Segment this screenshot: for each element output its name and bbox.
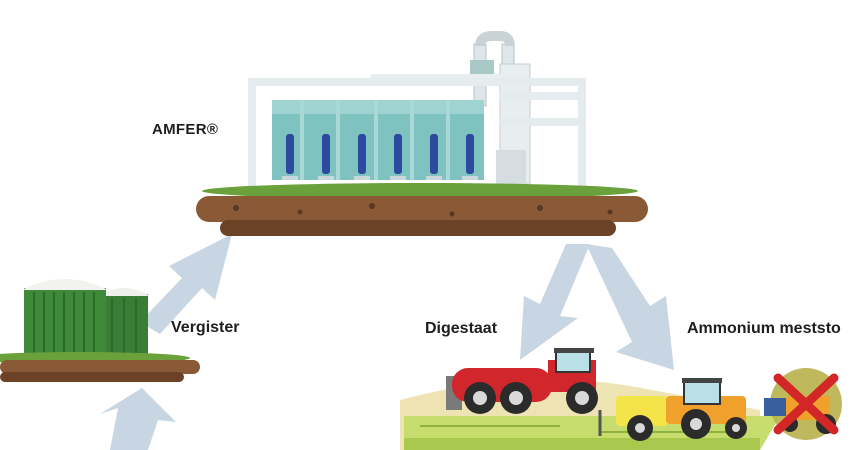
red-tractor-slurry-tanker: [446, 348, 598, 414]
amfer-ground-platform: [196, 183, 648, 236]
flow-arrow-bottom-inflow: [100, 388, 176, 450]
vergister-label: Vergister: [171, 319, 240, 336]
agitators: [286, 134, 474, 174]
digester-ground-platform: [0, 352, 200, 382]
red-x-prohibited-icon: [764, 368, 842, 440]
flow-arrow-vergister-to-amfer: [140, 234, 232, 334]
amfer-label: AMFER®: [152, 121, 219, 138]
amfer-installation: [248, 31, 586, 194]
digester-building: [22, 279, 150, 358]
ammonium-meststof-label: Ammonium meststo: [687, 320, 841, 337]
orange-tractor-ammonium-sprayer: [598, 378, 747, 441]
digestaat-label: Digestaat: [425, 320, 498, 337]
flow-arrow-amfer-to-digestaat: [520, 244, 590, 360]
reactor-tank: [272, 100, 484, 180]
flow-arrow-amfer-to-ammonium: [586, 244, 674, 370]
